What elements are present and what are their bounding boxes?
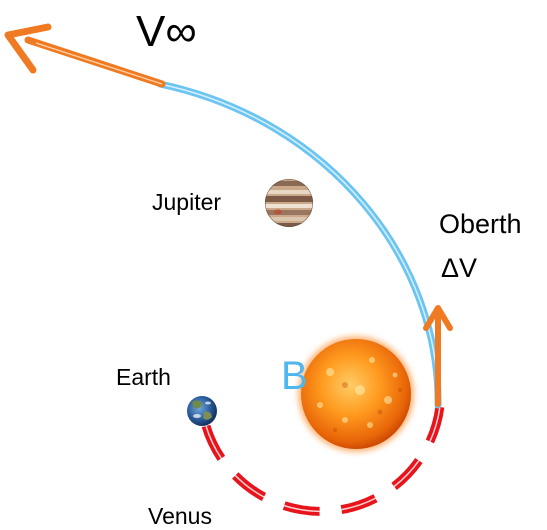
jupiter-label: Jupiter: [152, 189, 222, 215]
delta-v-label: ΔV: [441, 253, 478, 283]
oberth-label: Oberth: [439, 209, 522, 239]
earth-icon: [187, 396, 217, 426]
escape-trajectory-highlight: [159, 83, 439, 406]
v-infinity-arrow: [4, 23, 166, 88]
point-b-label: B: [281, 354, 308, 398]
venus-label: Venus: [148, 503, 212, 529]
jupiter-icon: [265, 179, 313, 227]
sun-icon: [298, 336, 414, 452]
earth-label: Earth: [116, 364, 171, 390]
delta-v-arrow: [423, 305, 453, 407]
v-infinity-label: V∞: [136, 7, 197, 56]
